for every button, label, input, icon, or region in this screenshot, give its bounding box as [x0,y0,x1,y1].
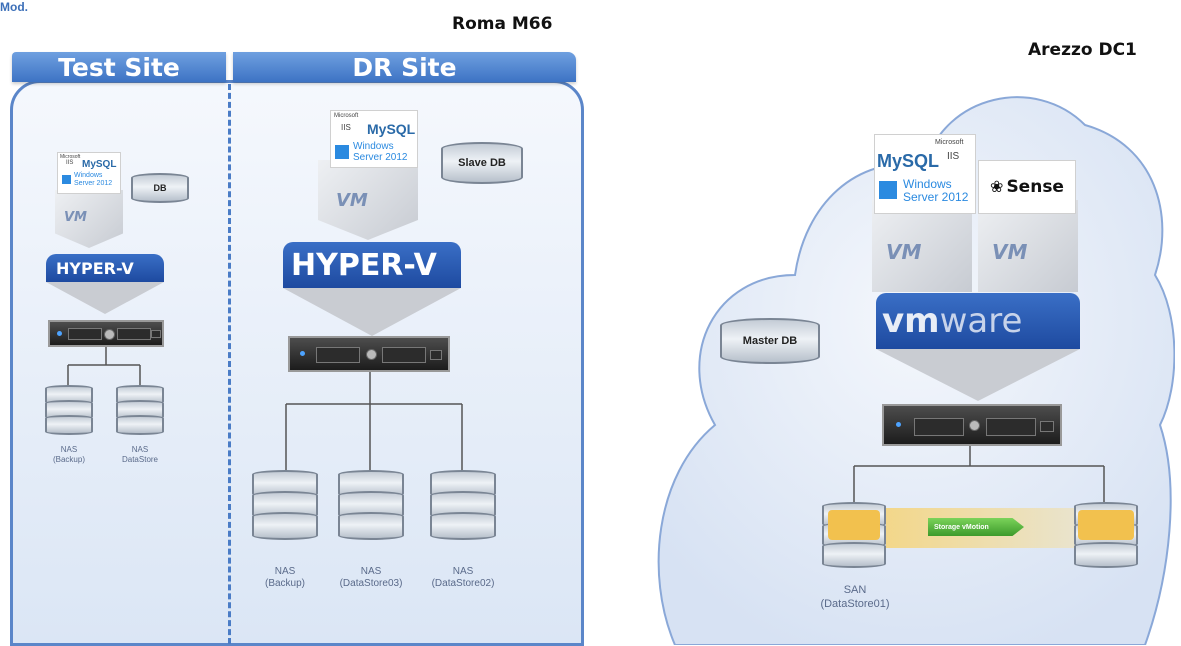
dr-nas-datastore02-label: NAS(DataStore02) [431,566,495,589]
mysql-logo: MySQL [877,151,940,171]
sense-icon: ❀ [990,179,1004,196]
test-connector-lines [67,347,141,387]
microsoft-logo: Microsoft [60,154,81,160]
dr-nas-backup-label: NAS(Backup) [264,566,305,589]
dr-vm-label: VM [336,190,368,211]
roma-title: Roma M66 [452,14,553,34]
windows-icon [879,181,897,199]
test-nas-datastore-icon [116,385,164,435]
san-label: SAN(DataStore01) [820,584,890,610]
windows-icon [335,145,349,159]
dr-site-header: DR Site [233,52,576,82]
test-hyperv-funnel [46,282,164,314]
windows-version: Server 2012 [74,180,113,187]
site-divider [228,84,231,644]
sense-logo: Sense [1006,177,1064,197]
test-site-header: Test Site [12,52,226,82]
dr-connector-lines [285,372,463,472]
vmware-funnel [876,349,1080,401]
dr-nas-backup-icon [252,470,318,540]
vmware-logo-ware: ware [939,301,1023,341]
test-software-logos: Microsoft IIS MySQL Windows Server 2012 [57,152,121,194]
arezzo-vm-box-2 [978,200,1078,292]
arezzo-vm-box-1 [872,200,972,292]
mysql-logo: MySQL [82,159,117,170]
vmotion-label: Storage vMotion [934,523,989,531]
dr-hyperv-bar: HYPER-V [283,242,461,288]
test-nas-backup-label: NAS(Backup) [52,445,85,464]
sense-logo-card: ❀ Sense [978,160,1076,214]
microsoft-logo: Microsoft [935,139,964,146]
test-nas-backup-icon [45,385,93,435]
arezzo-vm-label-2: VM [992,240,1028,264]
san-right-icon [1074,502,1138,568]
test-vm-box [55,190,123,248]
dr-hyperv-funnel [283,288,461,336]
arezzo-vm-label-1: VM [886,240,922,264]
iis-logo: IIS [947,151,960,162]
dr-nas-datastore03-icon [338,470,404,540]
dr-nas-datastore03-label: NAS(DataStore03) [339,566,403,589]
windows-logo: Windows [74,172,103,179]
arezzo-master-db-cylinder: Master DB [720,318,820,364]
dr-nas-datastore02-icon [430,470,496,540]
corner-text: Mod. [0,0,28,14]
windows-version: Server 2012 [353,152,408,163]
test-hyperv-bar: HYPER-V [46,254,164,282]
dr-slave-db-cylinder: Slave DB [441,142,523,184]
windows-logo: Windows [353,141,394,152]
test-vm-label: VM [64,210,87,225]
test-db-cylinder: DB [131,173,189,203]
dr-server [288,336,450,372]
arezzo-software-logos: Microsoft IIS MySQL Windows Server 2012 [874,134,976,214]
windows-icon [62,175,71,184]
iis-logo: IIS [66,160,74,166]
san-left-icon [822,502,886,568]
dr-software-logos: Microsoft IIS MySQL Windows Server 2012 [330,110,418,168]
arezzo-server [882,404,1062,446]
test-server [48,320,164,347]
windows-logo: Windows [903,177,952,191]
windows-version: Server 2012 [903,190,969,204]
microsoft-logo: Microsoft [334,113,359,119]
vmware-logo-vm: vm [882,301,940,341]
mysql-logo: MySQL [367,121,416,137]
vmotion-arrow: Storage vMotion [928,518,1024,536]
arezzo-connector-lines [853,446,1105,502]
iis-logo: IIS [341,123,351,132]
arezzo-title: Arezzo DC1 [1028,40,1137,60]
